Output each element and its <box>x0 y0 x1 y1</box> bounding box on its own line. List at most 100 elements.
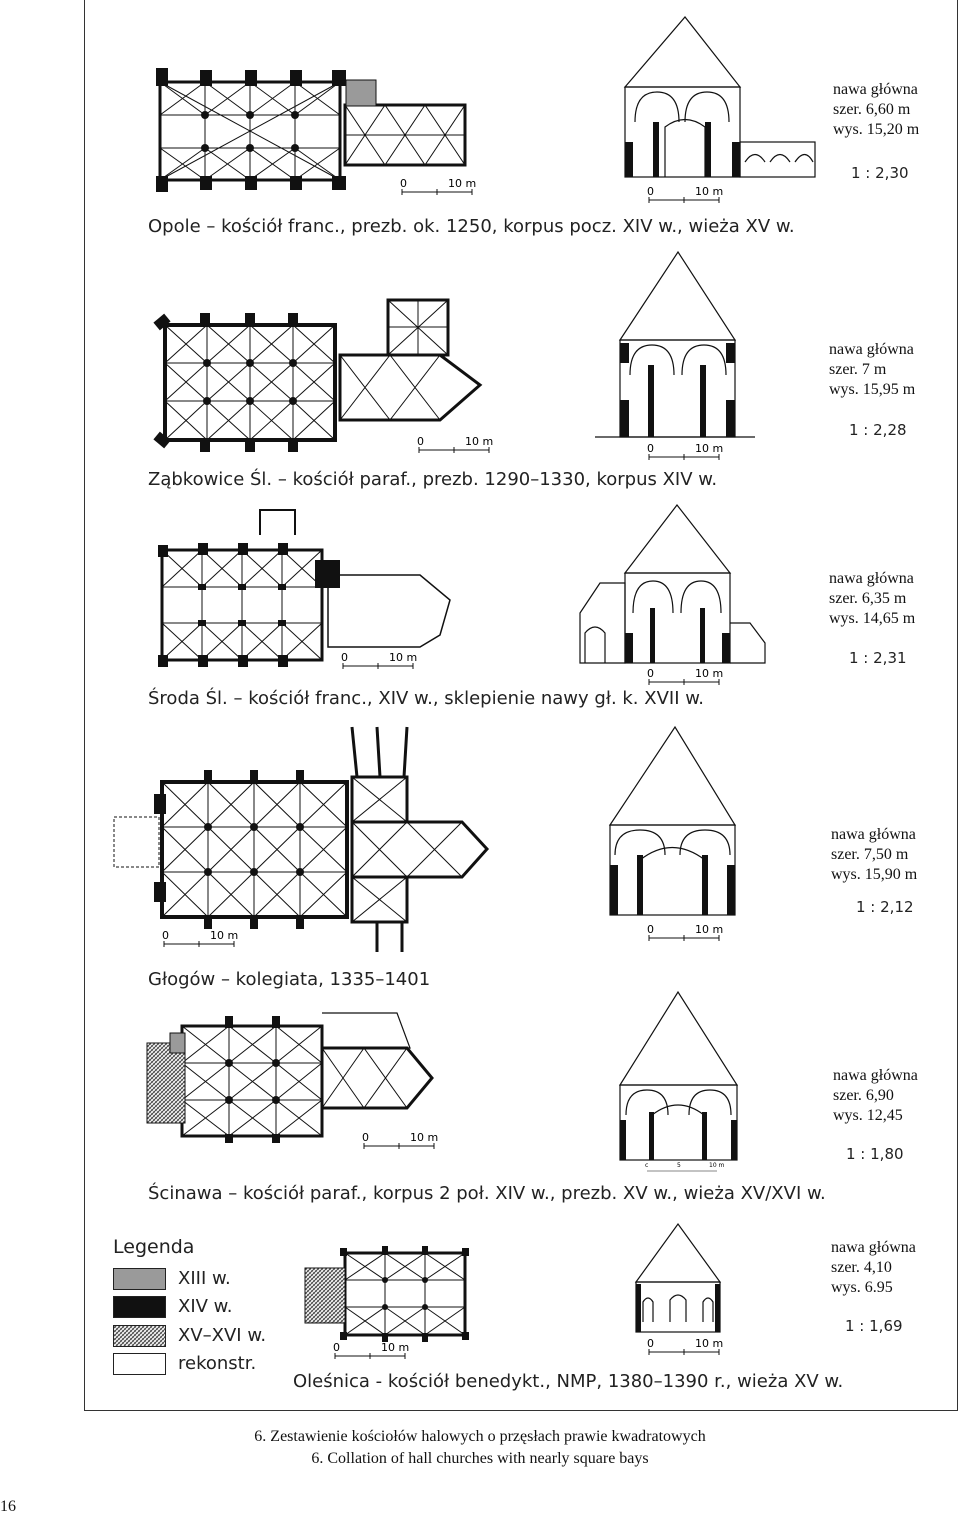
scinawa-dimensions: nawa główna szer. 6,90 wys. 12,45 <box>833 1066 918 1126</box>
opole-ratio: 1 : 2,30 <box>851 164 909 182</box>
scale-zero: 0 <box>333 1341 340 1354</box>
opole-dimensions: nawa główna szer. 6,60 m wys. 15,20 m <box>833 80 919 140</box>
nave-height: wys. 12,45 <box>833 1107 903 1124</box>
sroda-plan <box>158 509 451 667</box>
legend-label: rekonstr. <box>178 1353 257 1374</box>
legend-label: XV–XVI w. <box>178 1325 267 1346</box>
scale-ten: 10 m <box>695 442 723 455</box>
glogow-plan-scale: 0 10 m <box>162 928 262 948</box>
glogow-plan <box>113 726 490 952</box>
sroda-section <box>579 504 766 664</box>
sroda-ratio: 1 : 2,31 <box>849 649 907 667</box>
nave-width: szer. 6,60 m <box>833 101 911 118</box>
zabkowice-section <box>595 250 755 438</box>
glogow-section <box>608 725 737 916</box>
olesnica-ratio: 1 : 1,69 <box>845 1317 903 1335</box>
scale-small-c: c <box>645 1162 648 1169</box>
sroda-dimensions: nawa główna szer. 6,35 m wys. 14,65 m <box>829 569 915 629</box>
nave-label: nawa główna <box>829 570 914 587</box>
nave-width: szer. 4,10 <box>831 1259 892 1276</box>
legend-swatch-white <box>113 1353 166 1375</box>
scale-zero: 0 <box>417 435 424 448</box>
legend-label: XIV w. <box>178 1296 233 1317</box>
scinawa-plan-scale: 0 10 m <box>362 1130 462 1150</box>
page-number: 16 <box>0 1498 16 1515</box>
legend-item-rekonstr: rekonstr. <box>113 1353 313 1377</box>
zabkowice-plan <box>153 298 483 452</box>
scinawa-section <box>618 990 739 1161</box>
nave-label: nawa główna <box>833 1067 918 1084</box>
nave-label: nawa główna <box>829 341 914 358</box>
glogow-section-scale: 0 10 m <box>647 922 747 942</box>
legend-label: XIII w. <box>178 1268 231 1289</box>
scinawa-plan <box>146 1012 434 1143</box>
sroda-section-scale: 0 10 m <box>647 666 747 686</box>
olesnica-section-scale: 0 10 m <box>647 1336 747 1356</box>
opole-plan-scale: 0 10 m <box>400 176 500 196</box>
olesnica-title: Oleśnica - kościół benedykt., NMP, 1380–… <box>293 1371 844 1392</box>
nave-label: nawa główna <box>831 826 916 843</box>
legend-swatch-black <box>113 1296 166 1318</box>
nave-label: nawa główna <box>831 1239 916 1256</box>
scale-ten: 10 m <box>389 651 417 664</box>
nave-height: wys. 15,90 m <box>831 866 918 883</box>
scale-zero: 0 <box>362 1131 369 1144</box>
caption-english: 6. Collation of hall churches with nearl… <box>311 1450 649 1467</box>
nave-label: nawa główna <box>833 81 918 98</box>
scinawa-section-scale: c 5 10 m <box>645 1160 745 1174</box>
scale-zero: 0 <box>400 177 407 190</box>
scale-zero: 0 <box>162 929 169 942</box>
legend-item-xv-xvi: XV–XVI w. <box>113 1325 313 1349</box>
legend-item-xiii: XIII w. <box>113 1268 313 1292</box>
scale-zero: 0 <box>647 1337 654 1350</box>
glogow-dimensions: nawa główna szer. 7,50 m wys. 15,90 m <box>831 825 917 885</box>
legend-item-xiv: XIV w. <box>113 1296 313 1320</box>
scale-ten: 10 m <box>695 923 723 936</box>
scale-small-10: 10 m <box>709 1162 725 1169</box>
opole-title: Opole – kościół franc., prezb. ok. 1250,… <box>148 216 795 237</box>
glogow-title: Głogów – kolegiata, 1335–1401 <box>148 969 431 990</box>
scale-ten: 10 m <box>448 177 476 190</box>
scale-small-5: 5 <box>677 1162 681 1169</box>
glogow-ratio: 1 : 2,12 <box>856 898 914 916</box>
scale-ten: 10 m <box>210 929 238 942</box>
scinawa-ratio: 1 : 1,80 <box>846 1145 904 1163</box>
legend-swatch-gray <box>113 1268 166 1290</box>
scale-ten: 10 m <box>695 1337 723 1350</box>
sroda-plan-scale: 0 10 m <box>341 650 441 670</box>
scinawa-title: Ścinawa – kościół paraf., korpus 2 poł. … <box>148 1183 826 1204</box>
nave-width: szer. 6,90 <box>833 1087 894 1104</box>
olesnica-plan-scale: 0 10 m <box>333 1340 433 1360</box>
nave-height: wys. 15,20 m <box>833 121 920 138</box>
scale-ten: 10 m <box>381 1341 409 1354</box>
zabkowice-section-scale: 0 10 m <box>647 441 747 461</box>
scale-zero: 0 <box>647 442 654 455</box>
olesnica-section <box>634 1222 722 1333</box>
scale-zero: 0 <box>647 185 654 198</box>
olesnica-dimensions: nawa główna szer. 4,10 wys. 6.95 <box>831 1238 916 1298</box>
scale-zero: 0 <box>647 667 654 680</box>
nave-width: szer. 7 m <box>829 361 887 378</box>
opole-section-scale: 0 10 m <box>647 184 747 204</box>
nave-width: szer. 6,35 m <box>829 590 907 607</box>
nave-height: wys. 15,95 m <box>829 381 916 398</box>
scale-ten: 10 m <box>465 435 493 448</box>
scale-ten: 10 m <box>410 1131 438 1144</box>
opole-plan <box>156 68 467 192</box>
sroda-title: Środa Śl. – kościół franc., XIV w., skle… <box>148 688 705 709</box>
nave-width: szer. 7,50 m <box>831 846 909 863</box>
scale-ten: 10 m <box>695 185 723 198</box>
scale-ten: 10 m <box>695 667 723 680</box>
legend-swatch-hatched <box>113 1325 166 1347</box>
zabkowice-plan-scale: 0 10 m <box>417 434 517 454</box>
scale-zero: 0 <box>647 923 654 936</box>
nave-height: wys. 14,65 m <box>829 610 916 627</box>
olesnica-plan <box>304 1246 469 1342</box>
zabkowice-ratio: 1 : 2,28 <box>849 421 907 439</box>
nave-height: wys. 6.95 <box>831 1279 893 1296</box>
legend-title: Legenda <box>113 1236 195 1258</box>
zabkowice-dimensions: nawa główna szer. 7 m wys. 15,95 m <box>829 340 915 400</box>
scale-zero: 0 <box>341 651 348 664</box>
figure-frame <box>84 0 958 1411</box>
zabkowice-title: Ząbkowice Śl. – kościół paraf., prezb. 1… <box>148 469 718 490</box>
